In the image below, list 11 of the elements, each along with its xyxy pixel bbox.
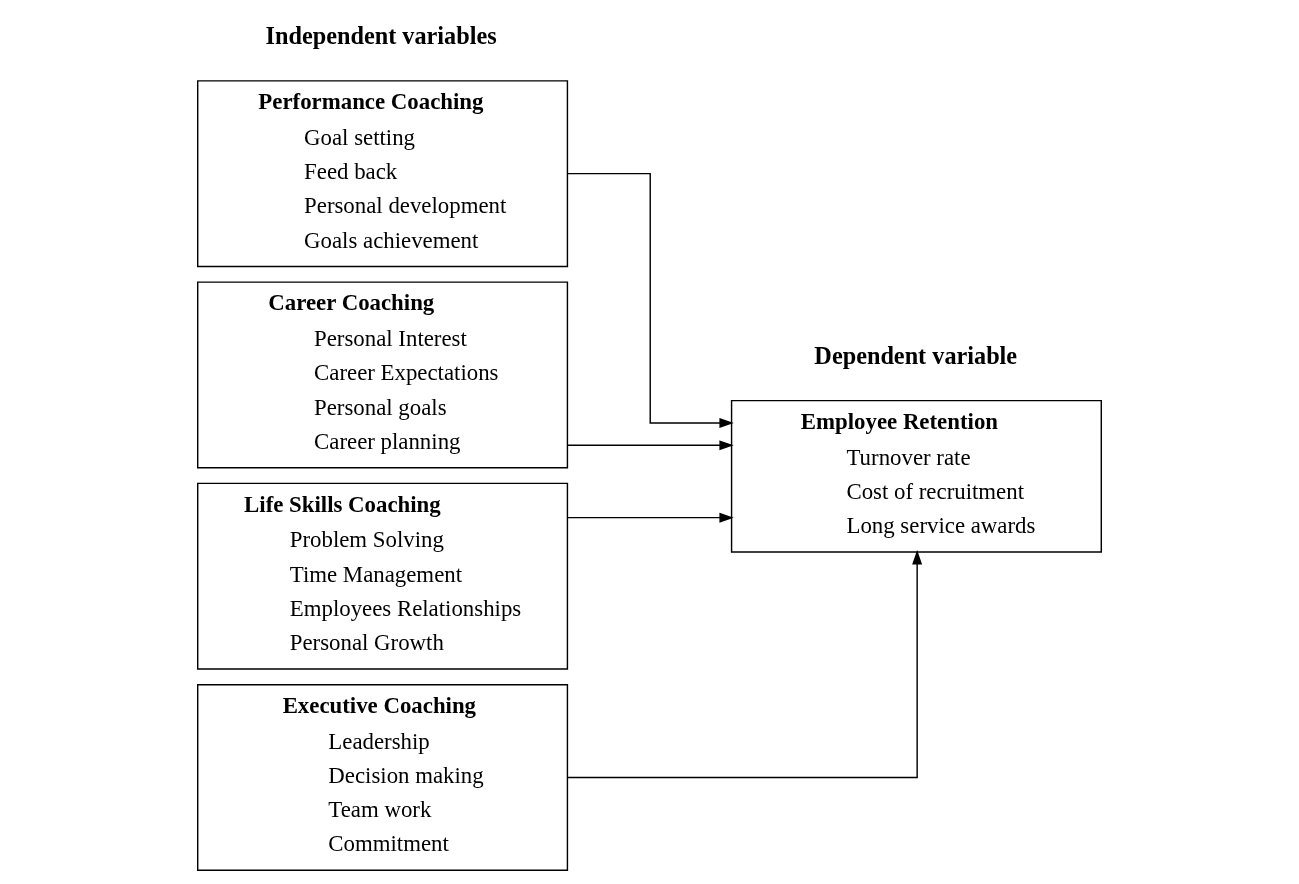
arrow — [566, 550, 923, 779]
node-box: Performance Coaching Goal setting Feed back Personal development Goals achievement — [197, 80, 569, 268]
node-box: Career Coaching Personal Interest Career Expectations Personal goals Career planning — [197, 281, 569, 469]
label: Independent variables — [265, 21, 497, 49]
node-box: Employee Retention Turnover rate Cost of recruitment Long service awards — [730, 399, 1102, 553]
arrow — [567, 440, 734, 451]
arrow — [567, 172, 734, 428]
label: Dependent variable — [814, 341, 1018, 369]
node-box: Executive Coaching Leadership Decision making Team work Commitment — [197, 683, 569, 871]
arrow — [567, 512, 734, 523]
node-box: Life Skills Coaching Problem Solving Time Management Employees Relationships Personal Growth — [197, 482, 569, 670]
